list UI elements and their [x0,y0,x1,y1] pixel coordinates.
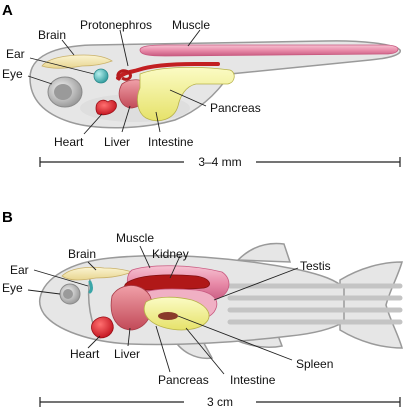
label-liver-a: Liver [104,135,130,149]
label-heart-a: Heart [54,135,84,149]
label-intestine-b: Intestine [230,373,276,387]
larva-pupil [54,84,72,100]
scale-label-b: 3 cm [207,395,233,409]
leader-eye-b [27,289,61,295]
adult-pupil [63,289,73,299]
label-muscle-b: Muscle [116,231,154,245]
muscle-shape [139,44,399,57]
scale-label-a: 3–4 mm [198,155,241,169]
label-eye-b: Eye [2,281,23,295]
leader-intestine-b [185,327,225,375]
label-testis-b: Testis [300,259,331,273]
label-pancreas-b: Pancreas [158,373,209,387]
label-intestine-a: Intestine [148,135,194,149]
panel-b-letter: B [2,209,13,226]
label-brain-b: Brain [68,247,96,261]
leader-muscle-a [187,29,201,47]
ear-shape [93,68,109,84]
leader-pancreas-b [155,325,171,373]
leader-liver-a [121,105,131,133]
label-ear-a: Ear [6,47,25,61]
label-eye-a: Eye [2,67,23,81]
leader-spleen-b [177,315,293,361]
scale-bar-a: 3–4 mm [39,155,401,169]
leader-intestine-a [155,111,161,133]
panel-a-letter: A [2,2,13,19]
protonephros-shape [116,62,220,80]
scale-bar-b: 3 cm [39,395,401,409]
leader-pancreas-a [169,89,207,107]
label-heart-b: Heart [70,347,100,361]
tail-fin [339,261,403,349]
panel-a: A Brain Protonephros [2,2,401,169]
label-pancreas-a: Pancreas [210,101,261,115]
label-liver-b: Liver [114,347,140,361]
label-protonephros-a: Protonephros [80,18,152,32]
leader-protonephros-a [119,29,129,67]
leader-brain-a [61,39,75,56]
dorsal-fin [236,242,292,263]
leader-eye-a [27,75,53,85]
label-spleen-b: Spleen [296,357,333,371]
label-muscle-a: Muscle [172,18,210,32]
label-ear-b: Ear [10,263,29,277]
leader-heart-a [83,113,103,135]
heart-shape-b [91,316,114,339]
protonephros-loop [116,69,132,82]
leader-ear-b [33,269,89,287]
leader-ear-a [29,57,95,75]
leader-muscle-b [139,245,151,269]
spleen-shape [158,312,178,320]
label-brain-a: Brain [38,28,66,42]
leader-heart-b [87,335,101,349]
leader-kidney-b [169,255,181,279]
pancreas-intestine-shape [137,66,235,122]
label-kidney-b: Kidney [152,247,189,261]
leader-brain-b [87,261,97,271]
ear-shape-b [88,280,93,294]
leader-testis-b [213,267,299,301]
body-stripes [227,283,403,325]
heart-shape [95,99,117,116]
panel-b: B [2,209,403,409]
leader-liver-b [127,327,131,347]
